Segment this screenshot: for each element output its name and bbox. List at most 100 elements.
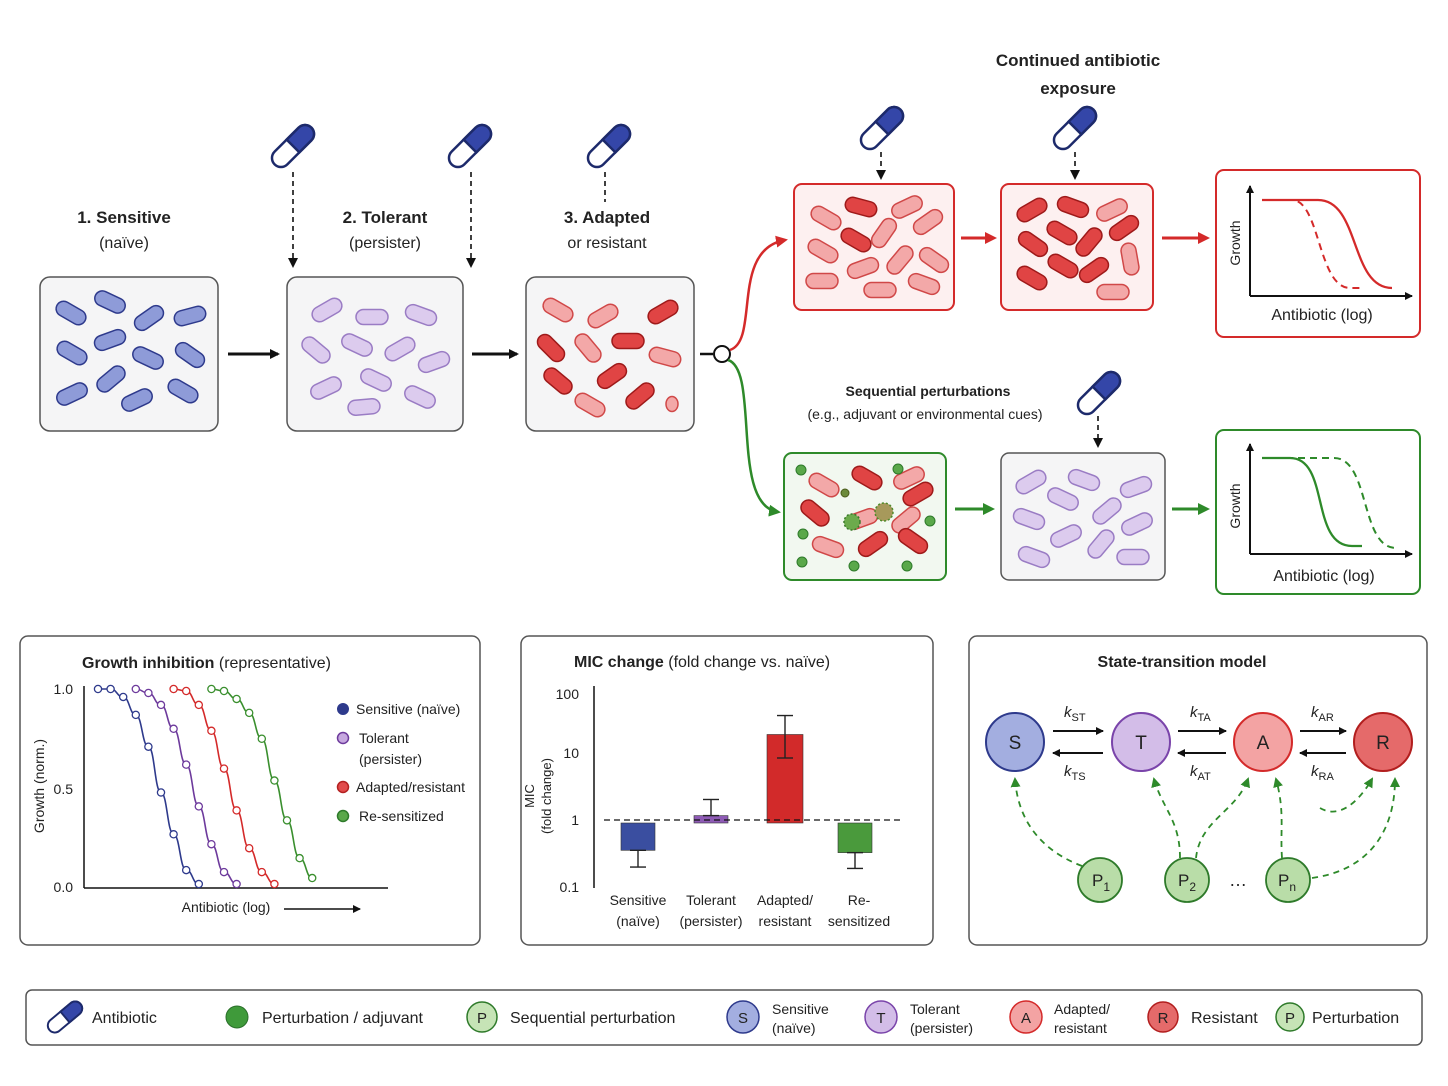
growth-data-point: [219, 867, 229, 877]
bacterium-cell: [417, 350, 451, 374]
growth-data-point: [207, 684, 216, 694]
red-branch-arrow: [729, 235, 788, 352]
perturbation-particle: [924, 515, 936, 527]
bacterium-cell: [404, 385, 436, 409]
bacterium-cell: [543, 367, 573, 395]
growth-data-point: [131, 710, 141, 720]
growth-data-point: [307, 873, 317, 883]
mic-bar: [620, 822, 656, 851]
bacterium-cell: [1108, 214, 1140, 242]
bacterium-cell: [1096, 198, 1128, 222]
bacterium-cell: [1119, 475, 1153, 499]
bacterium-cell: [536, 333, 566, 363]
bacterium-cell: [647, 299, 679, 325]
growth-data-point: [181, 865, 191, 875]
growth-data-point: [257, 734, 267, 744]
bacterium-cell: [805, 272, 839, 290]
growth-data-point: [169, 830, 178, 839]
growth-ytick: 0.5: [54, 781, 74, 797]
growth-data-point: [219, 764, 229, 773]
state-node-label: T: [1135, 733, 1147, 754]
mic-category-label: (persister): [679, 913, 742, 929]
continued-title-line1: Continued antibiotic: [996, 51, 1160, 70]
bacterium-cell: [311, 297, 343, 323]
growth-data-point: [244, 843, 254, 853]
perturbation-node-pn: [1265, 857, 1311, 903]
bacterium-cell: [1017, 230, 1049, 258]
antibiotic-icon: [583, 120, 635, 172]
legend-t-label: Tolerant: [910, 1001, 960, 1017]
growth-data-point: [207, 726, 216, 736]
mic-bar: [837, 822, 873, 853]
state-node-s: [985, 712, 1045, 772]
legend-label: Sensitive (naïve): [356, 701, 460, 717]
mic-ylabel-units: (fold change): [539, 758, 554, 834]
bacterium-cell: [1120, 242, 1140, 276]
antibiotic-icon: [1073, 367, 1125, 419]
bacterium-cell: [587, 303, 619, 329]
bacterium-cell: [1075, 227, 1103, 257]
bacterium-cell: [1016, 197, 1048, 223]
bacterium-cell: [665, 395, 679, 413]
mini-ylabel: Growth: [1227, 220, 1243, 265]
legend-s-node: [726, 1000, 760, 1034]
bacterium-cell: [574, 333, 602, 363]
mic-ytick: 1: [571, 812, 579, 828]
state-panel-title: State-transition model: [1098, 654, 1267, 671]
bacterium-cell: [1096, 283, 1130, 301]
growth-data-point: [144, 688, 153, 698]
bacterium-cell: [893, 466, 925, 490]
stage1-subtitle: (naïve): [99, 235, 149, 252]
bacterium-cell: [1121, 512, 1153, 536]
shifted-curve: [1262, 456, 1362, 548]
rate-label-ar: kAR: [1311, 704, 1334, 724]
legend-p2-node: [1275, 1002, 1305, 1032]
bacterium-cell: [918, 246, 950, 274]
bacterium-cell: [912, 208, 944, 236]
perturbation-particle: [848, 560, 860, 572]
legend-perturbation-label: Perturbation / adjuvant: [262, 1010, 424, 1027]
bacterium-cell: [1092, 497, 1122, 525]
growth-data-point: [131, 684, 141, 694]
bacterium-cell: [625, 382, 655, 410]
perturbation-particle: [892, 463, 904, 475]
bacterium-cell: [863, 281, 897, 299]
bacterium-cell: [56, 340, 88, 366]
bacterium-cell: [808, 472, 840, 498]
mic-bars: [620, 714, 873, 870]
bacterium-cell: [596, 362, 628, 390]
legend-s-label: Sensitive: [772, 1001, 829, 1017]
mic-category-label: sensitized: [828, 913, 890, 929]
legend-bar: [25, 989, 1423, 1046]
growth-data-point: [295, 853, 304, 863]
legend-a-node: [1009, 1000, 1043, 1034]
adjuvant-particle: [874, 502, 894, 522]
bacterium-cell: [648, 346, 682, 368]
legend-node-letter: S: [738, 1010, 748, 1027]
growth-data-point: [194, 802, 204, 811]
legend-a-label: Adapted/: [1054, 1001, 1110, 1017]
state-node-label: R: [1376, 733, 1390, 754]
growth-ytick: 0.0: [54, 879, 74, 895]
mic-category-label: Sensitive: [610, 892, 667, 908]
mic-category-label: (naïve): [616, 913, 660, 929]
bacterium-cell: [132, 346, 164, 370]
stage3-title: 3. Adapted: [564, 208, 650, 227]
legend-label: (persister): [359, 751, 422, 767]
legend-t-label: (persister): [910, 1020, 973, 1036]
baseline-curve-dashed: [1262, 199, 1362, 289]
rate-label-st: kST: [1064, 704, 1086, 724]
antibiotic-icon: [444, 120, 496, 172]
perturbation-particle: [840, 488, 850, 498]
legend-p-node: [466, 1001, 498, 1033]
branch-node: [713, 345, 731, 363]
growth-data-point: [282, 816, 292, 825]
growth-data-point: [181, 760, 191, 769]
perturbation-dot-icon: [225, 1005, 249, 1029]
bacterium-cell: [310, 376, 342, 400]
perturbation-arrow: [1195, 777, 1250, 859]
bacterium-cell: [886, 245, 914, 275]
legend-r-label: Resistant: [1191, 1010, 1258, 1027]
mic-ylabel: MIC: [522, 784, 537, 808]
